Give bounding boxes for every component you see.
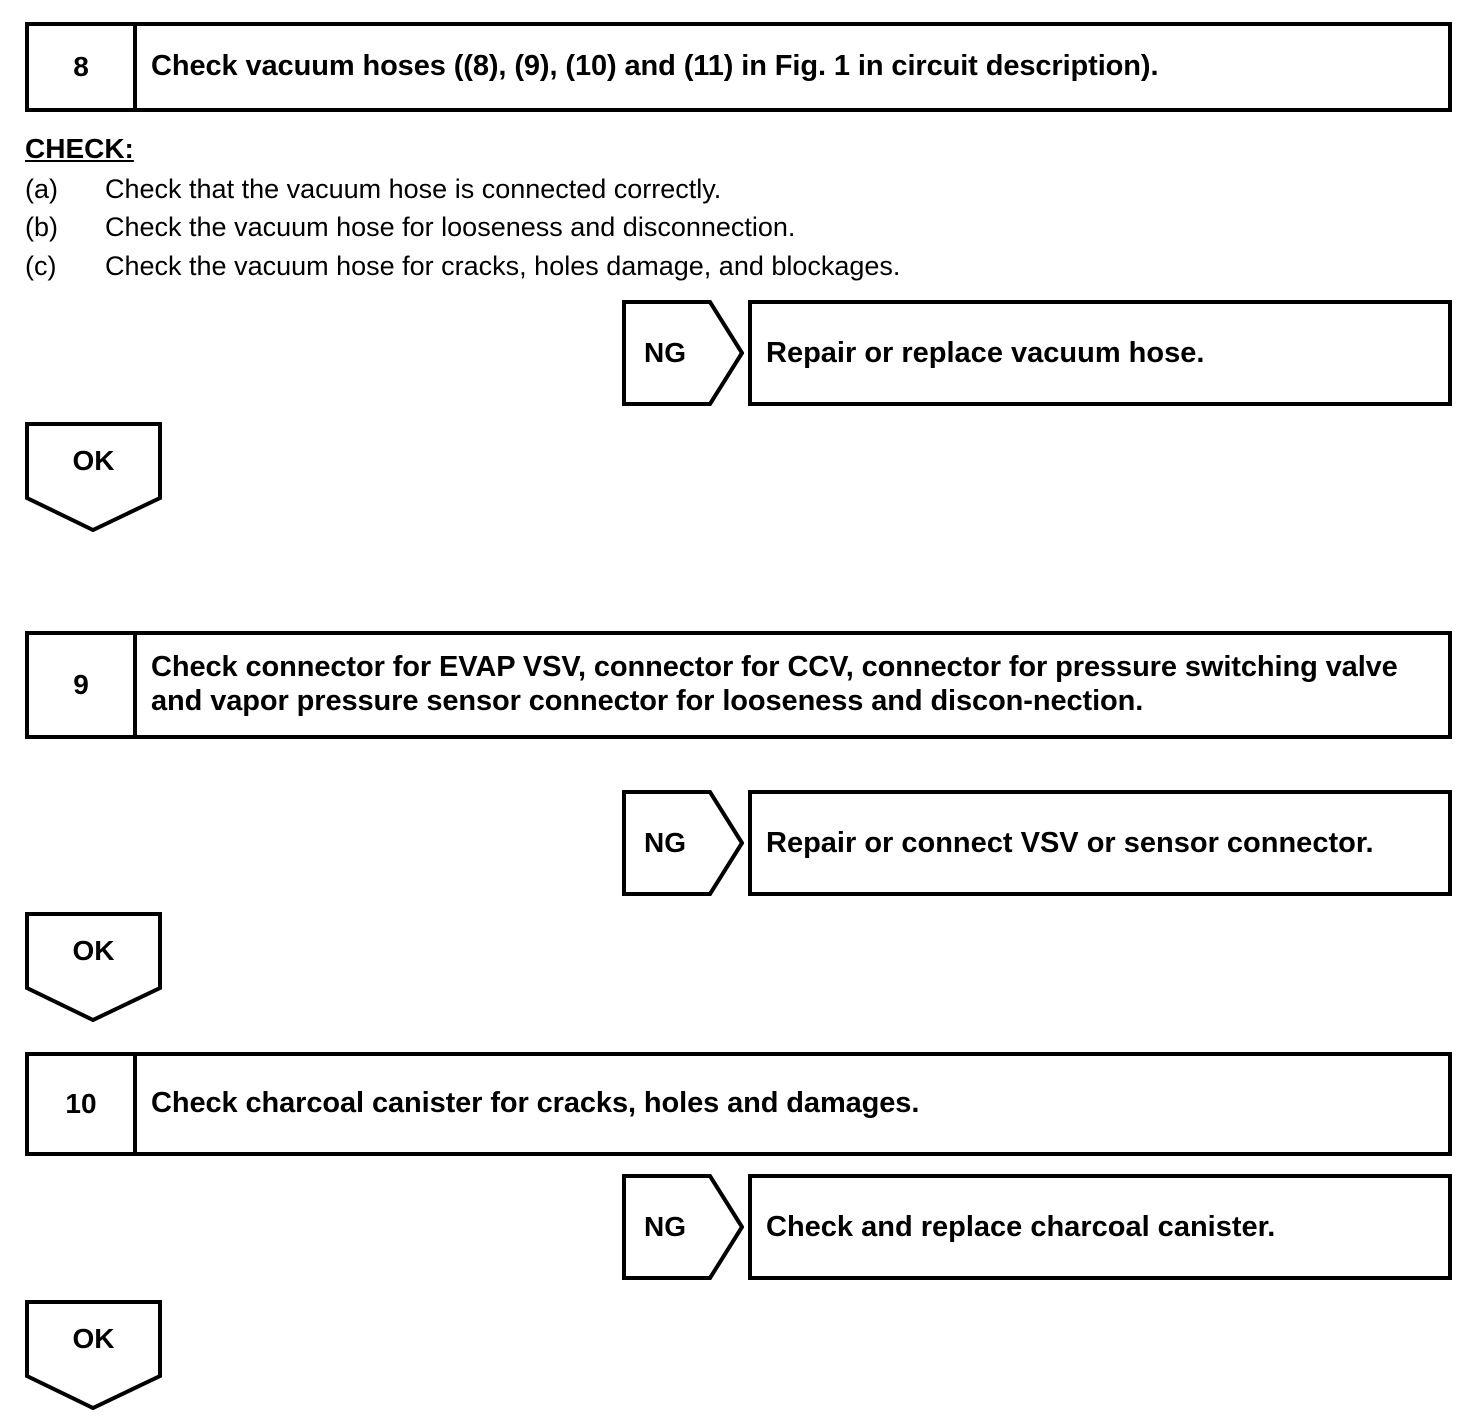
ng-arrow-3-label: NG xyxy=(644,1211,686,1242)
ng-result-box-2: Repair or connect VSV or sensor connecto… xyxy=(748,790,1452,896)
step-box-9: 9 Check connector for EVAP VSV, connecto… xyxy=(25,631,1452,739)
ng-arrow-2-label: NG xyxy=(644,827,686,858)
step-text-10: Check charcoal canister for cracks, hole… xyxy=(151,1087,920,1120)
check-item-a: (a) Check that the vacuum hose is connec… xyxy=(25,170,1125,209)
ng-arrow-1: NG xyxy=(622,300,744,406)
check-item-a-label: (a) xyxy=(25,173,58,204)
check-item-c: (c) Check the vacuum hose for cracks, ho… xyxy=(25,247,1125,286)
ok-arrow-3: OK xyxy=(25,1300,162,1410)
ok-arrow-1-label: OK xyxy=(72,445,115,476)
check-item-c-text: Check the vacuum hose for cracks, holes … xyxy=(105,251,901,282)
step-box-10: 10 Check charcoal canister for cracks, h… xyxy=(25,1052,1452,1156)
step-number-8: 8 xyxy=(29,26,137,108)
check-item-c-label: (c) xyxy=(25,251,57,282)
check-item-a-text: Check that the vacuum hose is connected … xyxy=(105,173,722,204)
ok-arrow-2-label: OK xyxy=(72,935,115,966)
step-number-10: 10 xyxy=(29,1056,137,1152)
ok-arrow-1: OK xyxy=(25,422,162,532)
ng-arrow-2: NG xyxy=(622,790,744,896)
ng-arrow-3: NG xyxy=(622,1174,744,1280)
check-item-b: (b) Check the vacuum hose for looseness … xyxy=(25,208,1125,247)
ng-result-box-3: Check and replace charcoal canister. xyxy=(748,1174,1452,1280)
ok-arrow-3-label: OK xyxy=(72,1323,115,1354)
check-section-title: CHECK: xyxy=(25,133,134,164)
ng-result-box-1: Repair or replace vacuum hose. xyxy=(748,300,1452,406)
step-box-8: 8 Check vacuum hoses ((8), (9), (10) and… xyxy=(25,22,1452,112)
check-item-b-label: (b) xyxy=(25,212,58,243)
step-text-8: Check vacuum hoses ((8), (9), (10) and (… xyxy=(151,50,1159,83)
ng-arrow-1-label: NG xyxy=(644,337,686,368)
ok-arrow-2: OK xyxy=(25,912,162,1022)
check-section: CHECK: (a) Check that the vacuum hose is… xyxy=(25,132,1125,286)
step-number-9: 9 xyxy=(29,635,137,735)
check-item-b-text: Check the vacuum hose for looseness and … xyxy=(105,212,796,243)
step-text-9: Check connector for EVAP VSV, connector … xyxy=(151,651,1398,717)
